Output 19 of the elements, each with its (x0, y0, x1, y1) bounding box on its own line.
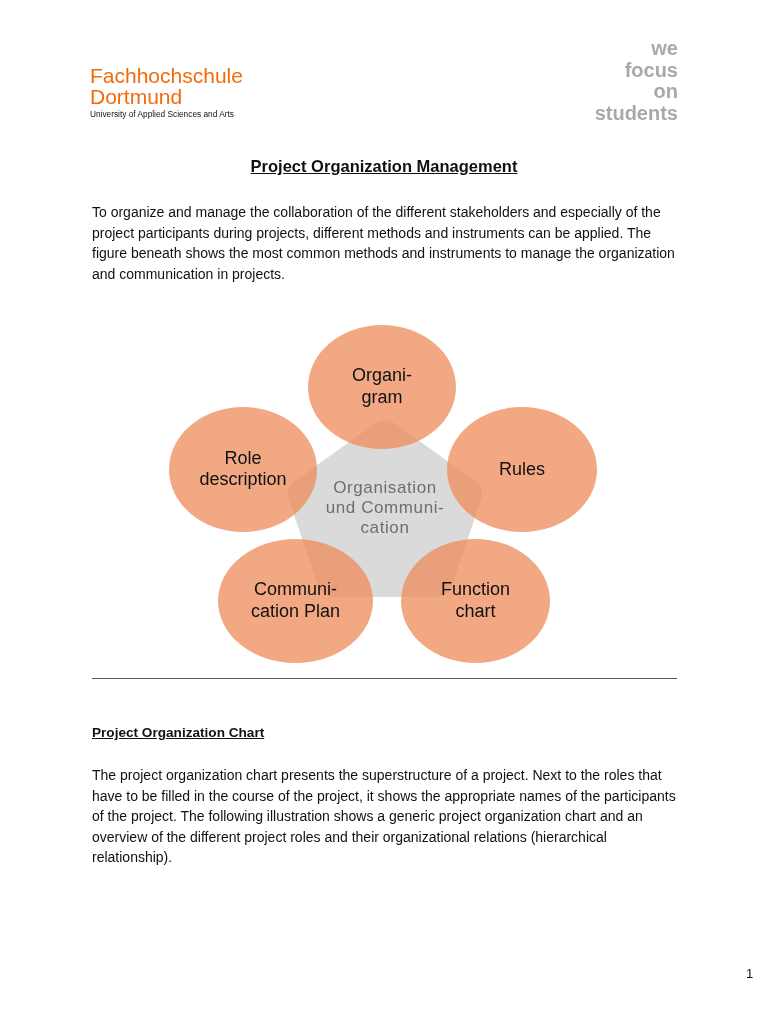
method-ellipse (401, 539, 550, 663)
method-label: Communi-cation Plan (249, 579, 342, 623)
body-paragraph: The project organization chart presents the superstructure of a project. Next to the roles that have to be filled in the course of the project, it shows the appropriate names of the participants of the project. The following illustration shows a generic project organization chart and an overview of the different project roles and their organizational relations (hierarchical relationship). (92, 766, 677, 868)
method-label: Rules (498, 458, 546, 481)
method-ellipse (218, 539, 373, 663)
page-number: 1 (746, 966, 754, 981)
method-ellipse (169, 407, 317, 532)
method-label: Function chart (439, 579, 511, 623)
intro-paragraph: To organize and manage the collaboration of the different stakeholders and especially of the project participants during projects, different methods and instruments can be applied. The figure beneath shows the most common methods and instruments to manage the organization and communication in projects. (92, 203, 676, 284)
page-title: Project Organization Management (250, 157, 518, 176)
university-subtitle: University of Applied Sciences and Arts (90, 109, 234, 119)
method-label: Role description (198, 447, 288, 492)
method-ellipse (447, 407, 597, 532)
university-name: Fachhochschule Dortmund (90, 65, 244, 107)
section-heading: Project Organization Chart (92, 725, 265, 740)
method-ellipse (308, 325, 456, 449)
hub-label: Organisation und Communi-cation (324, 477, 446, 540)
slogan-text: we focus on students (593, 38, 678, 124)
method-label: Organi-gram (351, 365, 413, 409)
